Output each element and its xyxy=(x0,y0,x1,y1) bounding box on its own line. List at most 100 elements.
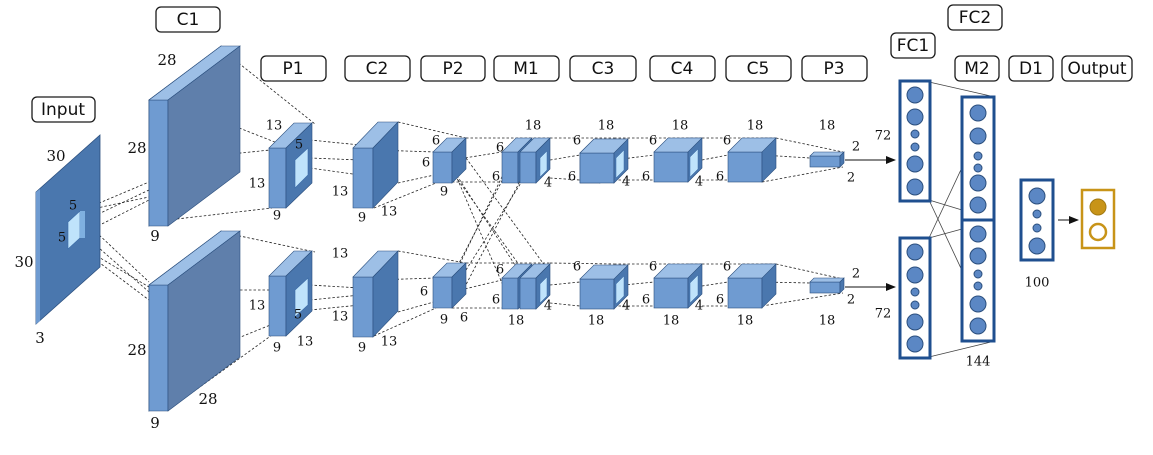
c2-bottom-volume xyxy=(352,250,399,338)
dim-c1-top-w: 28 xyxy=(157,51,176,69)
dim-input-k1: 5 xyxy=(69,199,77,214)
c5-top-volume xyxy=(727,137,777,183)
svg-text:P1: P1 xyxy=(282,59,303,79)
d1-layer xyxy=(1019,178,1055,262)
fc1-top-layer xyxy=(898,79,932,203)
dimension-labels: 30 30 3 5 5 28 28 9 28 9 28 13 13 9 5 13… xyxy=(14,51,1049,432)
dim-input-w: 30 xyxy=(46,147,65,165)
c4-bottom-volume xyxy=(653,263,703,309)
dim-p1-bot-h: 13 xyxy=(249,299,266,314)
svg-text:FC2: FC2 xyxy=(959,8,991,28)
dim-c4-bot-w: 18 xyxy=(663,314,680,329)
dim-p3-bot-b: 2 xyxy=(847,293,855,308)
dim-c2-bot-h: 13 xyxy=(332,310,349,325)
c3-top-volume xyxy=(579,138,629,184)
svg-text:Output: Output xyxy=(1067,59,1126,79)
dim-m1-bot-k: 4 xyxy=(544,299,552,314)
m2-layer xyxy=(960,95,996,343)
label-p3: P3 xyxy=(801,55,868,82)
dim-c5-top-h2: 6 xyxy=(716,170,724,185)
dim-c5-top-h: 6 xyxy=(723,134,731,149)
arrows xyxy=(845,156,1079,291)
label-m2: M2 xyxy=(954,55,1000,82)
dim-fc1-top: 72 xyxy=(875,129,892,144)
dim-p1-bot-d: 9 xyxy=(273,341,281,356)
dim-p1-top-d: 9 xyxy=(273,209,281,224)
dim-c1-top-h: 28 xyxy=(127,139,146,157)
dim-c3-top-h: 6 xyxy=(573,134,581,149)
dim-c4-top-h2: 6 xyxy=(642,170,650,185)
svg-text:P3: P3 xyxy=(823,59,844,79)
m1-top-volume xyxy=(501,137,551,184)
layer-labels: Input C1 P1 C2 P2 M1 C3 C4 xyxy=(31,4,1133,123)
dim-d1-size: 100 xyxy=(1025,276,1050,291)
c5-bottom-volume xyxy=(727,263,777,309)
dim-m1-top-w: 18 xyxy=(525,119,542,134)
dim-c2-bot-d: 9 xyxy=(358,341,366,356)
dim-c5-bot-h2: 6 xyxy=(716,293,724,308)
m1-bottom-volume xyxy=(501,263,551,310)
label-p1: P1 xyxy=(260,55,327,82)
dim-m1-bot-h: 6 xyxy=(496,263,504,278)
dim-c4-bot-h: 6 xyxy=(649,260,657,275)
svg-text:C4: C4 xyxy=(671,59,694,79)
dim-input-h: 30 xyxy=(14,253,33,271)
dim-c4-top-k: 4 xyxy=(695,175,703,190)
c2-top-volume xyxy=(352,121,399,209)
label-c4: C4 xyxy=(649,55,716,82)
p3-bottom-volume xyxy=(809,277,845,294)
label-c5: C5 xyxy=(725,55,792,82)
dim-m1-bot-w: 18 xyxy=(508,314,525,329)
output-layer xyxy=(1080,188,1116,250)
label-d1: D1 xyxy=(1008,55,1054,82)
svg-text:D1: D1 xyxy=(1019,59,1043,79)
label-c3: C3 xyxy=(569,55,637,82)
dim-c2-bot-w2: 13 xyxy=(381,335,398,350)
c1-bottom-volume xyxy=(148,230,241,412)
svg-text:C2: C2 xyxy=(366,59,389,79)
dim-p3-bot-a: 2 xyxy=(852,267,860,282)
dim-input-d: 3 xyxy=(35,329,45,347)
label-c1: C1 xyxy=(155,6,221,33)
dim-c2-bot-w: 13 xyxy=(332,247,349,262)
dim-c3-top-w: 18 xyxy=(598,119,615,134)
dim-c3-bot-k: 4 xyxy=(622,299,630,314)
svg-text:M1: M1 xyxy=(513,59,538,79)
dim-p2-top-w: 6 xyxy=(432,134,440,149)
dim-m1-top-h: 6 xyxy=(496,141,504,156)
dim-c1-top-d: 9 xyxy=(150,227,160,245)
dim-c2-top-d: 9 xyxy=(358,211,366,226)
dim-c5-top-w: 18 xyxy=(747,119,764,134)
svg-text:FC1: FC1 xyxy=(897,36,929,56)
label-input: Input xyxy=(31,96,96,123)
dim-c5-bot-h: 6 xyxy=(723,260,731,275)
c4-top-volume xyxy=(653,137,703,183)
dim-m1-top-h2: 6 xyxy=(492,170,500,185)
dim-fc1-bot: 72 xyxy=(875,307,892,322)
svg-text:C1: C1 xyxy=(177,10,200,30)
dim-p1-top-k: 5 xyxy=(295,138,303,153)
dim-c3-top-k: 4 xyxy=(622,175,630,190)
svg-text:M2: M2 xyxy=(964,59,989,79)
dim-input-k2: 5 xyxy=(58,231,66,246)
svg-text:P2: P2 xyxy=(442,59,463,79)
dim-c2-top-h: 13 xyxy=(332,185,349,200)
dim-c4-bot-h2: 6 xyxy=(642,293,650,308)
dim-m1-bot-h2: 6 xyxy=(492,293,500,308)
label-output: Output xyxy=(1061,55,1133,82)
dim-p1-top-w: 13 xyxy=(266,119,283,134)
label-fc1: FC1 xyxy=(890,32,936,59)
dim-p1-bot-w: 13 xyxy=(297,335,314,350)
c1-top-volume xyxy=(148,45,241,227)
svg-text:Input: Input xyxy=(41,100,85,120)
dim-p3-top-a: 2 xyxy=(852,140,860,155)
dim-p3-top-w: 18 xyxy=(819,119,836,134)
dim-c4-top-w: 18 xyxy=(672,119,689,134)
p3-top-volume xyxy=(809,151,845,168)
svg-text:C3: C3 xyxy=(592,59,615,79)
p2-top-volume xyxy=(432,137,467,184)
dim-p2-bot-w: 6 xyxy=(460,311,468,326)
dim-m1-top-k: 4 xyxy=(544,176,552,191)
dim-p2-top-h: 6 xyxy=(422,156,430,171)
